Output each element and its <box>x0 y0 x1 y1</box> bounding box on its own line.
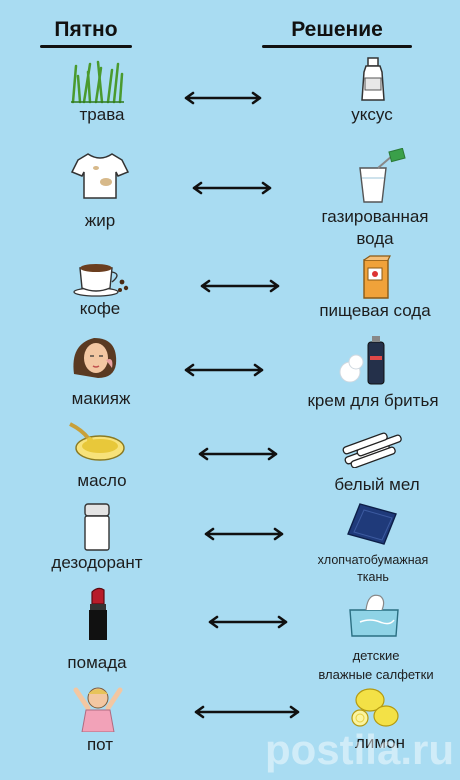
arrow-icon-6 <box>204 527 284 541</box>
coffee-cup-icon <box>73 264 129 297</box>
cotton-cloth-icon <box>347 503 397 545</box>
solution-label-vinegar: уксус <box>351 105 393 124</box>
arrow-icon-3 <box>200 279 280 293</box>
stain-label-coffee: кофе <box>79 299 121 318</box>
arrow-icon-1 <box>184 91 262 105</box>
wet-wipes-box-icon <box>349 594 399 637</box>
soda-glass-icon <box>359 148 406 203</box>
woman-face-icon <box>73 338 117 378</box>
solution-label-wet-wipes: детские влажные салфетки <box>318 648 434 682</box>
arrow-icon-8 <box>194 705 300 719</box>
stain-label-grease: жир <box>84 211 116 230</box>
baking-soda-box-icon <box>363 255 391 299</box>
shaving-cream-icon <box>339 336 385 385</box>
deodorant-icon <box>84 503 110 551</box>
solution-header-underline <box>262 45 412 48</box>
solution-header-text: Решение <box>291 18 383 41</box>
lipstick-icon <box>89 587 107 640</box>
arrow-icon-2 <box>192 181 272 195</box>
tshirt-icon <box>70 153 130 199</box>
stain-label-oil: масло <box>77 471 127 490</box>
solution-label-shaving-cream: крем для бритья <box>307 391 439 410</box>
postila-watermark: postila.ru <box>264 726 454 773</box>
stain-label-deodorant: дезодорант <box>51 553 143 572</box>
stain-label-sweat: пот <box>86 735 114 754</box>
solution-label-lemon: лимон <box>355 733 405 752</box>
grass-icon <box>71 60 124 104</box>
stain-label-grass: трава <box>79 105 125 124</box>
solution-label-chalk: белый мел <box>334 475 420 494</box>
chalk-sticks-icon <box>342 432 402 468</box>
oil-bowl-icon <box>69 422 125 461</box>
stain-header-text: Пятно <box>54 18 118 41</box>
lemon-icon <box>351 688 399 727</box>
arrow-icon-4 <box>184 363 264 377</box>
vinegar-bottle-icon <box>361 57 385 101</box>
arrow-icon-7 <box>208 615 288 629</box>
stain-label-lipstick: помада <box>67 653 127 672</box>
solution-label-cotton-cloth: хлопчатобумажная ткань <box>317 553 429 584</box>
solution-label-baking-soda: пищевая сода <box>319 301 431 320</box>
stain-column-header: Пятно <box>40 18 132 48</box>
stain-header-underline <box>40 45 132 48</box>
arrow-icon-5 <box>198 447 278 461</box>
woman-sweat-icon <box>73 687 123 732</box>
solution-label-soda-water: газированная вода <box>321 207 429 248</box>
stain-label-makeup: макияж <box>71 389 131 408</box>
solution-column-header: Решение <box>262 18 412 48</box>
